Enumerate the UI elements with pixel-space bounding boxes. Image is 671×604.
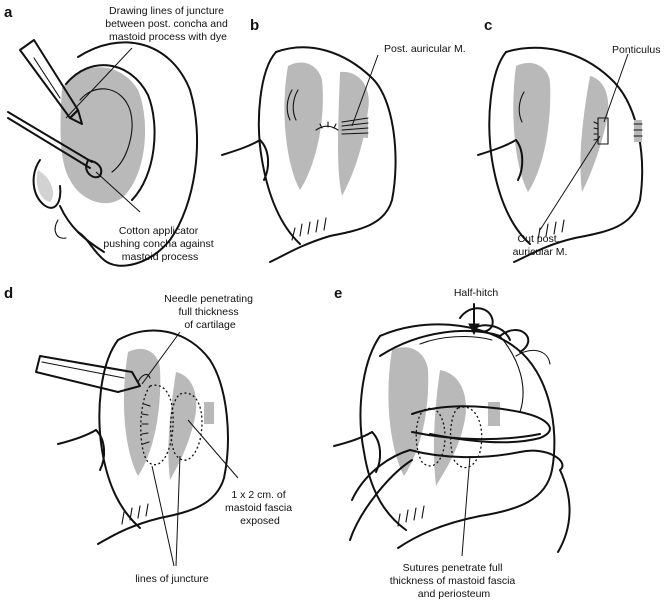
ear-with-sutures <box>333 323 556 549</box>
needle-holder <box>35 355 151 393</box>
panel-a: a Drawing lines of juncture between post… <box>4 4 231 267</box>
muscle-leader-line <box>351 54 379 127</box>
dye-leader-line <box>65 47 133 119</box>
juncture-note: lines of juncture <box>135 573 209 585</box>
ponticulus-leader-line <box>603 53 629 123</box>
panel-e-label: e <box>334 285 342 302</box>
ear-back-view <box>221 46 397 263</box>
cotton-leader-line <box>95 171 141 213</box>
fascia-leader-line <box>187 419 239 479</box>
sutures-leader-line <box>461 455 471 557</box>
panel-c: c Ponticulus Cut post. auricular M. <box>477 17 660 263</box>
exposed-fascia-outline <box>140 384 214 466</box>
needle-leader-line <box>141 331 181 385</box>
hitch-note: Half-hitch <box>454 287 499 299</box>
panel-c-label: c <box>484 17 492 34</box>
panel-a-label: a <box>4 4 13 21</box>
dye-note: Drawing lines of juncture between post. … <box>105 5 231 43</box>
post-auricular-muscle <box>340 117 369 138</box>
ponticulus <box>593 117 609 145</box>
panel-e: e <box>333 285 571 600</box>
cotton-note: Cotton applicator pushing concha against… <box>103 225 216 263</box>
cut-muscle-stump <box>633 120 643 142</box>
juncture-leader-right <box>175 455 181 567</box>
juncture-leader-left <box>151 465 175 567</box>
cut-muscle-note: Cut post. auricular M. <box>513 233 568 258</box>
needle-note: Needle penetrating full thickness of car… <box>164 293 256 331</box>
panel-b-label: b <box>250 17 259 34</box>
dye-pen <box>19 39 83 125</box>
panel-d: d Needle penetrating full thickness <box>4 285 295 585</box>
ponticulus-note: Ponticulus <box>612 44 660 56</box>
suture-threads <box>349 329 571 553</box>
panel-b: b Post. auricular M. <box>221 17 466 263</box>
half-hitch-arrow <box>468 303 480 336</box>
panel-d-label: d <box>4 285 13 302</box>
muscle-note: Post. auricular M. <box>384 43 466 55</box>
sutures-note: Sutures penetrate full thickness of mast… <box>390 562 518 600</box>
cut-muscle-leader-line <box>539 135 601 231</box>
fascia-note: 1 x 2 cm. of mastoid fascia exposed <box>225 489 295 527</box>
ear-back-view-cut <box>477 46 644 263</box>
